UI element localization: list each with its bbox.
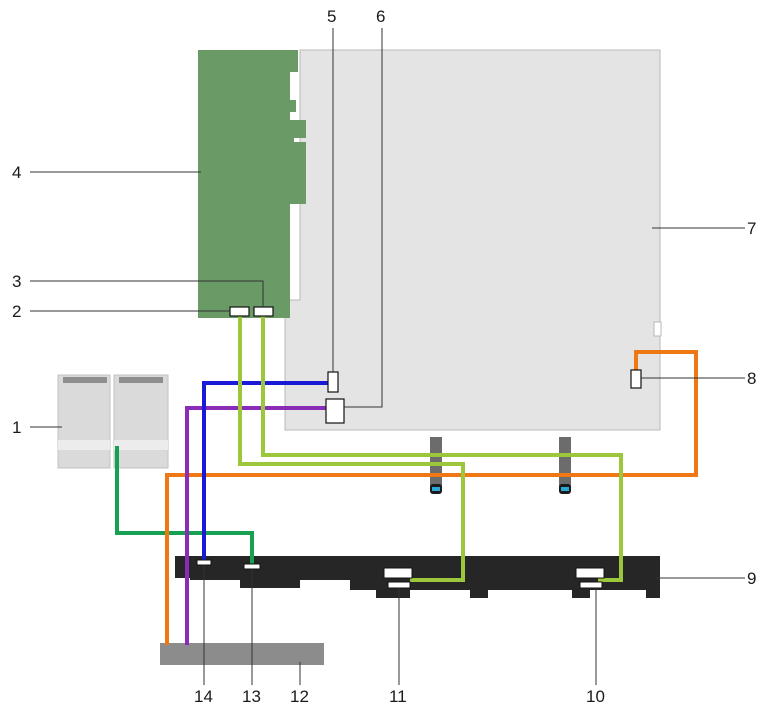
- cable-orange: [165, 350, 698, 645]
- callout-9: 9: [747, 569, 756, 588]
- riser-card: [198, 50, 306, 318]
- callout-10: 10: [586, 687, 605, 706]
- connector-11-lower: [387, 581, 411, 589]
- connector-3: [253, 306, 274, 317]
- system-board-notch: [653, 321, 662, 337]
- connector-5: [327, 371, 339, 393]
- connector-14: [196, 559, 212, 566]
- cable-green-a: [238, 316, 465, 582]
- connector-10-lower: [579, 581, 603, 589]
- fan-post-right: [559, 437, 571, 494]
- callout-14: 14: [194, 687, 213, 706]
- callout-5: 5: [327, 7, 336, 26]
- callout-3: 3: [12, 272, 21, 291]
- power-supply-units: [57, 374, 169, 469]
- cable-green-b: [261, 316, 623, 582]
- leader-lines: [30, 28, 745, 685]
- callout-1: 1: [12, 418, 21, 437]
- callout-12: 12: [290, 687, 309, 706]
- callout-11: 11: [389, 687, 407, 706]
- connector-6: [325, 398, 345, 424]
- callout-8: 8: [747, 369, 756, 388]
- backplane: [175, 556, 660, 598]
- drive-bay: [160, 643, 324, 665]
- callout-2: 2: [12, 302, 21, 321]
- callout-7: 7: [747, 219, 756, 238]
- connector-2: [229, 306, 250, 317]
- connector-10: [575, 567, 605, 579]
- system-board: [284, 49, 661, 431]
- connector-8: [630, 369, 642, 389]
- callout-4: 4: [12, 163, 21, 182]
- callout-6: 6: [376, 7, 385, 26]
- callout-13: 13: [242, 687, 261, 706]
- cable-dark-green-psu: [115, 446, 254, 566]
- cable-purple: [185, 406, 335, 645]
- connector-13: [243, 563, 261, 570]
- cable-blue: [202, 381, 330, 562]
- connector-11: [383, 567, 413, 579]
